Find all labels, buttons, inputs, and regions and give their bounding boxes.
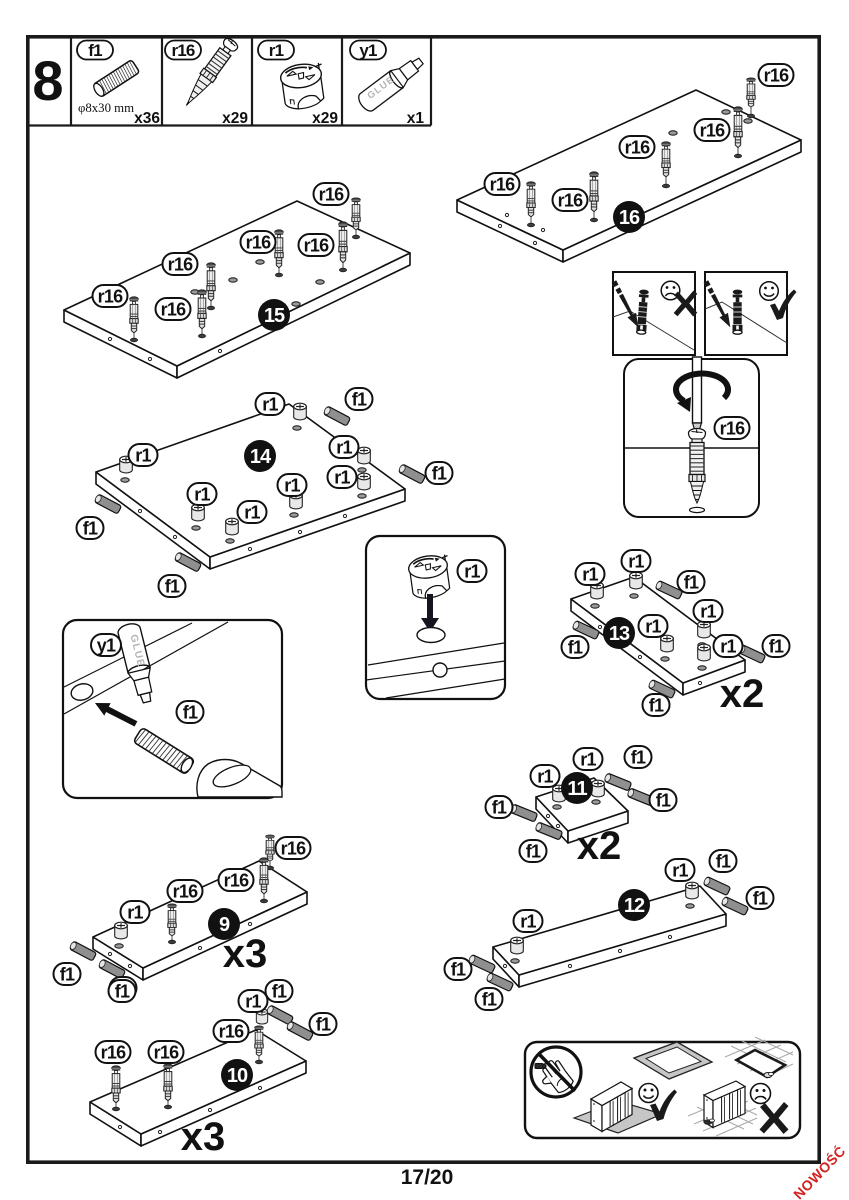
svg-text:r1: r1 [628, 552, 644, 572]
svg-text:r16: r16 [224, 871, 249, 891]
svg-text:r1: r1 [520, 912, 536, 932]
svg-text:r16: r16 [319, 185, 344, 205]
svg-text:y1: y1 [359, 41, 377, 60]
svg-text:y1: y1 [97, 636, 116, 656]
svg-text:16: 16 [619, 207, 640, 229]
svg-text:f1: f1 [769, 637, 784, 657]
svg-text:x2: x2 [577, 824, 622, 868]
svg-text:r16: r16 [490, 175, 515, 195]
svg-text:f1: f1 [432, 464, 447, 484]
svg-text:r16: r16 [173, 882, 198, 902]
svg-text:f1: f1 [631, 748, 646, 768]
svg-text:10: 10 [227, 1065, 248, 1087]
svg-text:11: 11 [567, 778, 587, 800]
svg-text:9: 9 [219, 914, 230, 936]
svg-text:r16: r16 [168, 255, 193, 275]
svg-text:f1: f1 [272, 982, 287, 1002]
svg-text:x29: x29 [222, 110, 248, 127]
svg-text:r1: r1 [580, 750, 596, 770]
svg-text:r16: r16 [98, 287, 123, 307]
svg-text:r1: r1 [244, 503, 260, 523]
svg-text:13: 13 [609, 623, 630, 645]
svg-text:r16: r16 [304, 236, 329, 256]
svg-text:x36: x36 [134, 110, 160, 127]
svg-text:x3: x3 [181, 1115, 226, 1159]
svg-text:f1: f1 [649, 696, 664, 716]
svg-text:r16: r16 [154, 1043, 179, 1063]
svg-text:f1: f1 [492, 798, 507, 818]
svg-text:r16: r16 [101, 1043, 126, 1063]
svg-text:f1: f1 [88, 41, 102, 60]
svg-text:f1: f1 [526, 842, 541, 862]
svg-text:f1: f1 [568, 638, 583, 658]
svg-text:f1: f1 [451, 960, 466, 980]
svg-text:x2: x2 [720, 672, 765, 716]
svg-text:x1: x1 [407, 110, 425, 127]
svg-text:r1: r1 [672, 861, 688, 881]
svg-text:f1: f1 [83, 519, 98, 539]
svg-text:r16: r16 [558, 191, 583, 211]
svg-text:r1: r1 [582, 565, 598, 585]
svg-text:f1: f1 [183, 703, 198, 723]
svg-text:f1: f1 [352, 390, 367, 410]
svg-text:8: 8 [32, 49, 63, 112]
svg-text:φ8x30 mm: φ8x30 mm [78, 101, 134, 115]
svg-text:f1: f1 [316, 1015, 331, 1035]
svg-text:r1: r1 [127, 903, 143, 923]
svg-text:r1: r1 [700, 602, 716, 622]
svg-text:r16: r16 [246, 233, 271, 253]
svg-text:r16: r16 [625, 138, 650, 158]
svg-text:r1: r1 [336, 438, 352, 458]
svg-text:r1: r1 [269, 41, 284, 60]
svg-text:r16: r16 [700, 121, 725, 141]
svg-text:r1: r1 [334, 468, 350, 488]
svg-text:15: 15 [264, 305, 285, 327]
svg-text:f1: f1 [482, 990, 497, 1010]
svg-text:14: 14 [250, 446, 272, 468]
svg-text:f1: f1 [165, 577, 180, 597]
svg-text:x29: x29 [312, 110, 338, 127]
svg-text:r1: r1 [284, 476, 300, 496]
svg-text:x3: x3 [223, 932, 268, 976]
svg-text:12: 12 [624, 895, 645, 917]
svg-text:r16: r16 [171, 41, 194, 60]
svg-text:r16: r16 [161, 300, 186, 320]
svg-text:f1: f1 [656, 791, 671, 811]
svg-text:r16: r16 [720, 419, 745, 439]
svg-text:r1: r1 [464, 562, 480, 582]
svg-text:r16: r16 [764, 66, 789, 86]
svg-text:f1: f1 [60, 965, 75, 985]
svg-text:f1: f1 [716, 852, 731, 872]
svg-text:r1: r1 [720, 637, 736, 657]
svg-text:r1: r1 [245, 992, 261, 1012]
svg-text:r16: r16 [281, 839, 306, 859]
svg-text:r1: r1 [194, 485, 210, 505]
svg-text:r1: r1 [645, 617, 661, 637]
svg-text:17/20: 17/20 [401, 1166, 454, 1189]
svg-text:f1: f1 [115, 982, 130, 1002]
svg-text:r1: r1 [135, 446, 151, 466]
svg-text:r1: r1 [537, 767, 553, 787]
svg-text:r1: r1 [262, 395, 278, 415]
svg-text:r16: r16 [219, 1022, 244, 1042]
svg-text:f1: f1 [684, 573, 699, 593]
svg-text:f1: f1 [753, 889, 768, 909]
